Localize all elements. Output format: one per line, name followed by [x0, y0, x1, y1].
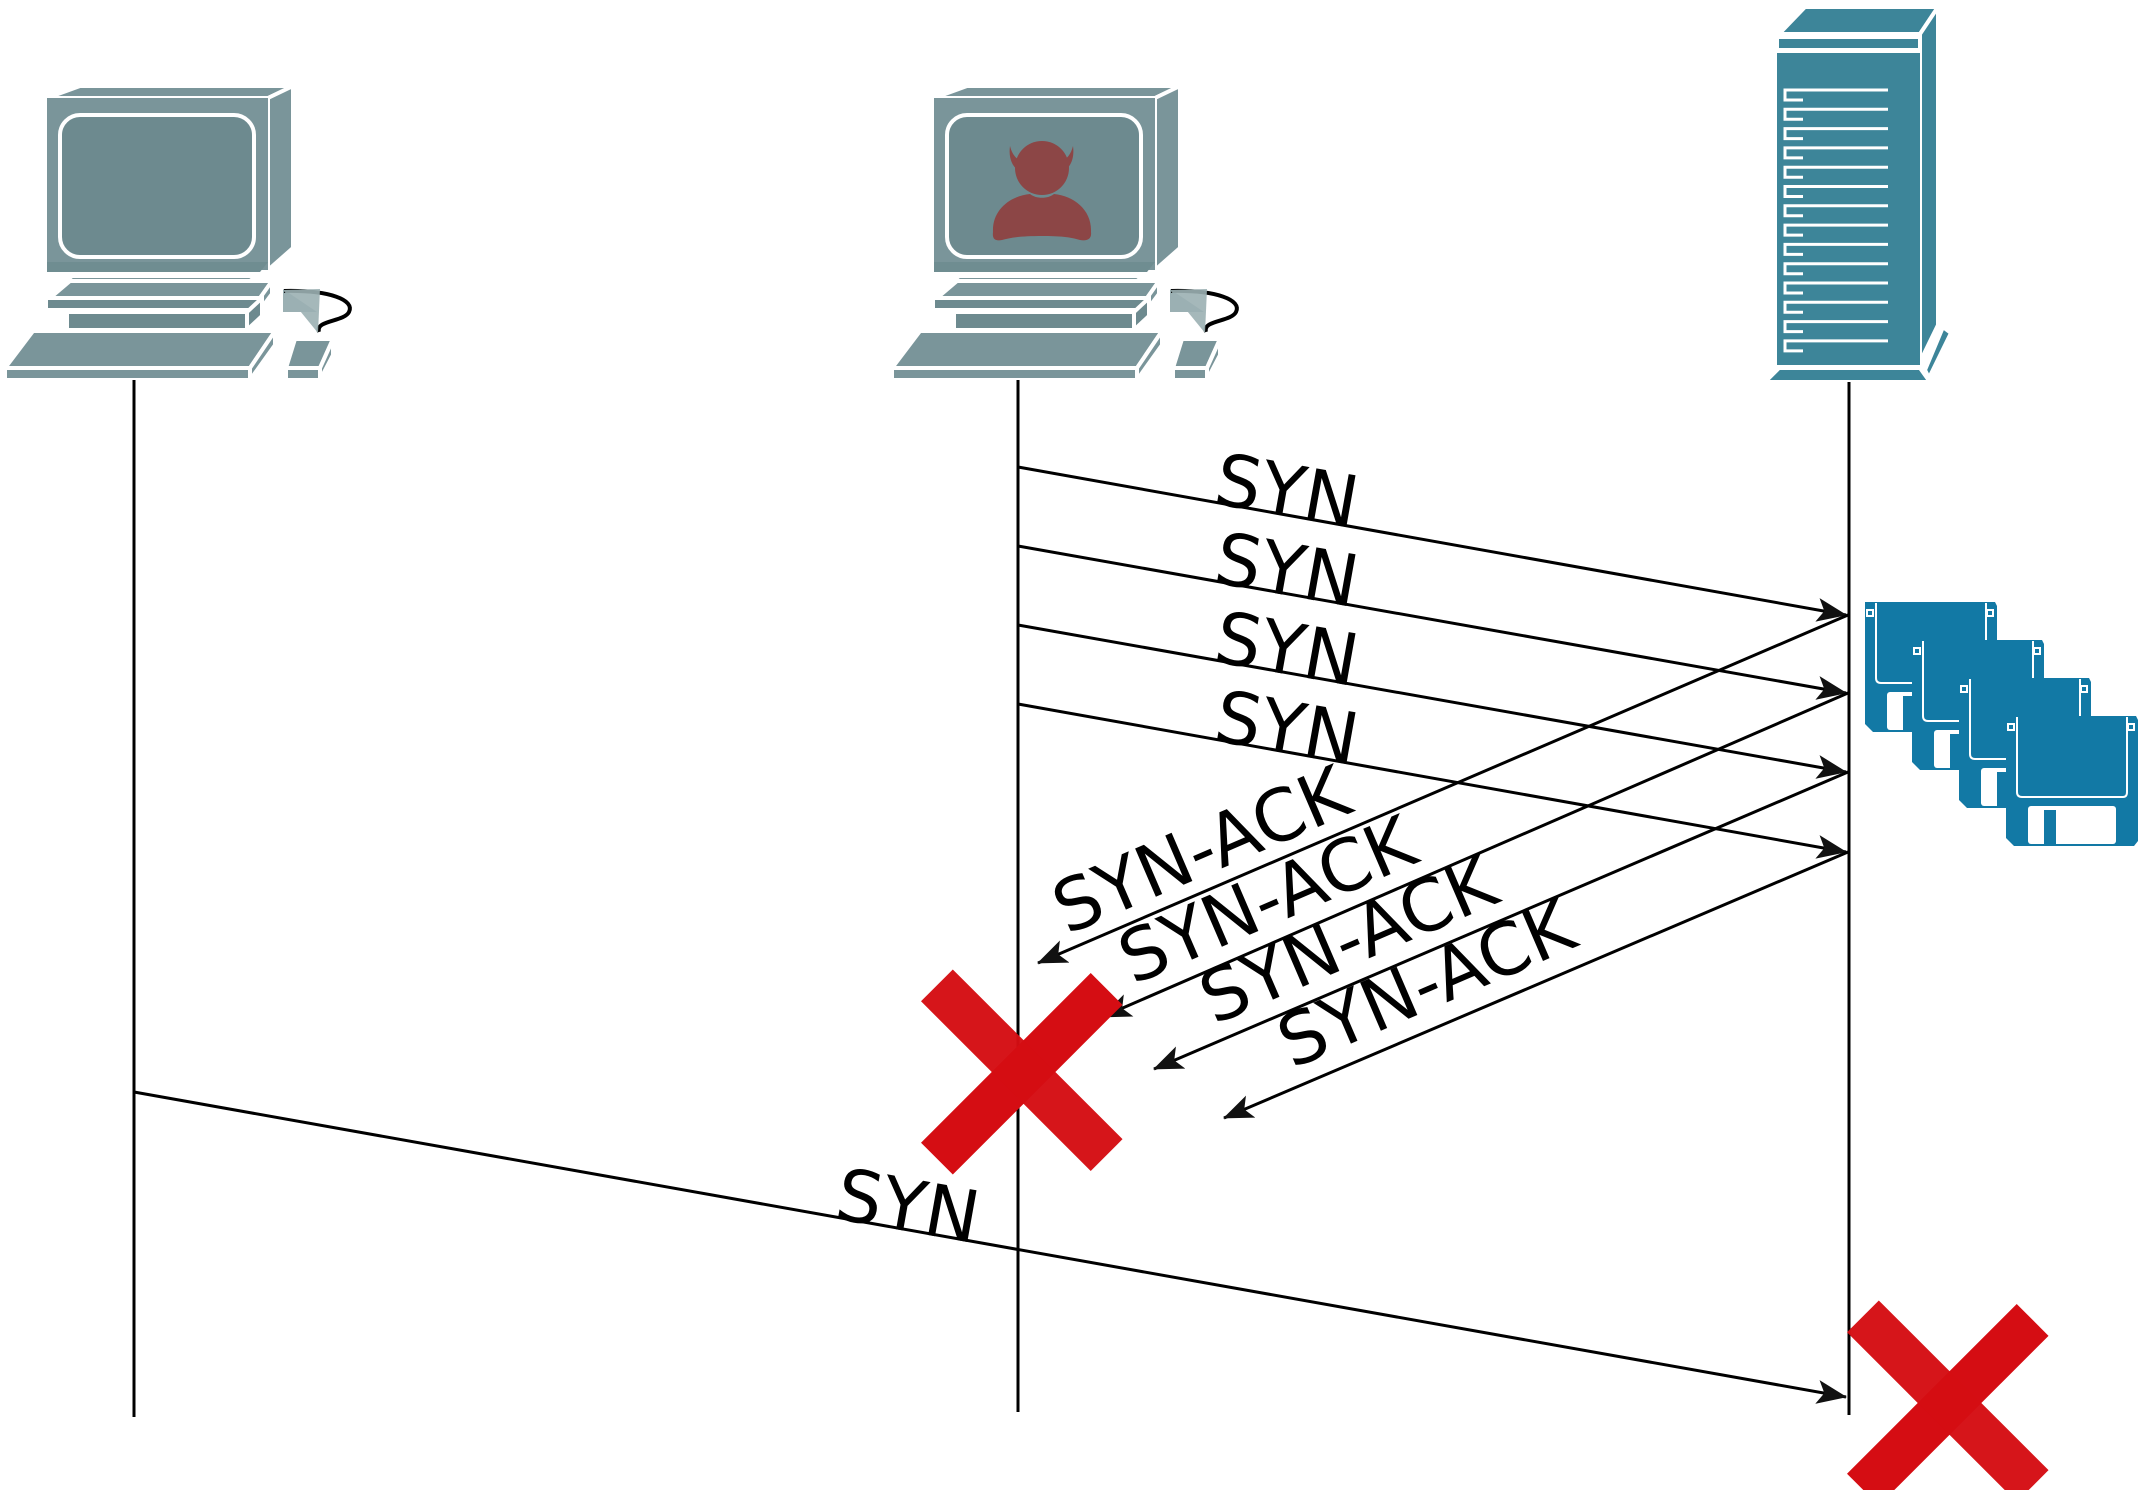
syn-arrow — [1017, 544, 1847, 700]
syn-message: SYN — [1017, 516, 1847, 700]
rack-slot-line — [1783, 281, 1888, 295]
rack-slot-line — [1783, 127, 1888, 141]
rack-slot-line — [1783, 107, 1888, 121]
syn-message: SYN — [1017, 437, 1847, 622]
rack-slot-line — [1783, 300, 1888, 314]
syn-message: SYN — [1017, 595, 1847, 779]
syn-ack-arrow — [1153, 770, 1849, 1071]
rack-slot-line — [1783, 185, 1888, 198]
syn-ack-arrow — [1037, 613, 1849, 965]
syn-ack-arrow — [1223, 850, 1849, 1120]
syn-arrow — [1017, 702, 1847, 859]
rack-slot-line — [1783, 223, 1888, 237]
rack-slot-line — [1783, 204, 1888, 218]
half-open-connections-stack — [1864, 601, 2139, 847]
rack-slot-line — [1783, 146, 1888, 160]
server-refuse-red-x-icon — [1847, 1300, 2049, 1490]
rack-slot-line — [1783, 320, 1888, 334]
syn-ack-arrow — [1101, 691, 1849, 1019]
floppy-disk-icon — [2005, 715, 2139, 847]
syn-arrow — [1017, 623, 1847, 779]
rack-slot-line — [1783, 262, 1888, 276]
syn-arrow — [1017, 465, 1847, 622]
attacker-drop-red-x-icon — [921, 969, 1123, 1175]
legit-syn-arrow — [133, 1090, 1847, 1404]
client-computer-icon — [3, 84, 352, 382]
rack-slot-line — [1783, 339, 1888, 353]
attacker-computer-icon — [890, 84, 1239, 382]
devil-user-icon — [992, 141, 1092, 241]
rack-slot-line — [1783, 88, 1888, 102]
server-tower-icon — [1760, 0, 1954, 384]
legit-syn-label: SYN — [830, 1152, 986, 1260]
legit-syn-message: SYN — [133, 1090, 1847, 1404]
rack-slot-line — [1783, 242, 1888, 256]
rack-slot-line — [1783, 165, 1888, 179]
